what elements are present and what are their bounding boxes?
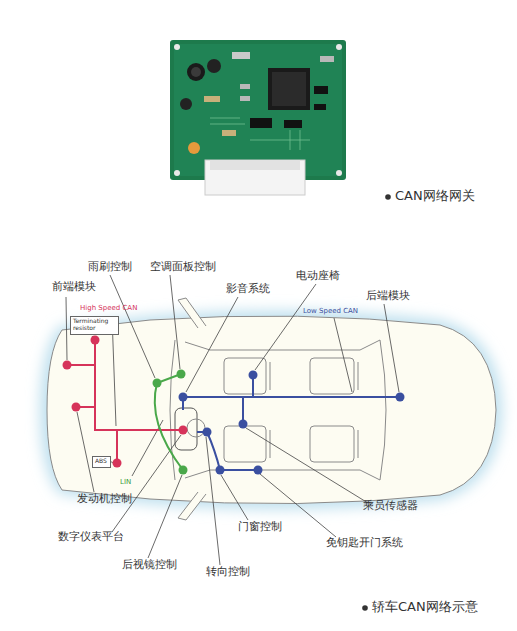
pcb-board xyxy=(170,40,346,195)
drawing-part xyxy=(210,118,310,150)
drawing-part xyxy=(239,420,248,429)
drawing-part xyxy=(206,437,220,565)
drawing-part xyxy=(320,56,334,62)
drawing-part xyxy=(254,466,263,475)
drawing-part xyxy=(191,67,201,77)
drawing-part xyxy=(170,40,346,180)
part-label: 雨刷控制 xyxy=(88,261,132,274)
drawing-part xyxy=(132,420,163,476)
bus-name: Low Speed CAN xyxy=(303,307,358,315)
drawing-part xyxy=(177,370,186,379)
drawing-part xyxy=(216,466,225,475)
drawing-part xyxy=(183,375,400,470)
drawing-part xyxy=(334,318,352,392)
drawing-part xyxy=(240,96,250,101)
drawing-part xyxy=(380,340,386,480)
drawing-part xyxy=(40,311,502,509)
drawing-part xyxy=(77,412,94,492)
drawing-part xyxy=(179,466,188,475)
drawing-part xyxy=(174,44,342,176)
drawing-part xyxy=(224,426,266,462)
box-text: Terminating resistor xyxy=(73,318,115,331)
bullet xyxy=(362,605,368,611)
drawing-part xyxy=(180,98,192,110)
drawing-part xyxy=(153,379,162,388)
drawing-part xyxy=(207,59,221,73)
drawing-part xyxy=(155,374,183,470)
drawing-part xyxy=(178,492,206,520)
part-label: 发动机控制 xyxy=(77,493,132,506)
part-label: 后视镜控制 xyxy=(122,559,177,572)
bus-name: High Speed CAN xyxy=(80,304,137,312)
drawing-part xyxy=(336,170,342,176)
drawing-part xyxy=(148,475,182,558)
module-box: ABS xyxy=(92,456,111,468)
part-label: 电动座椅 xyxy=(296,270,340,283)
part-label: 乘员传感器 xyxy=(363,500,418,513)
drawing-part xyxy=(255,284,316,370)
drawing-part xyxy=(268,68,310,110)
drawing-part xyxy=(204,96,220,102)
part-label: 门窗控制 xyxy=(238,521,282,534)
drawing-part xyxy=(203,428,212,437)
drawing-part xyxy=(232,52,250,59)
resistor-box: Terminating resistor xyxy=(70,316,119,335)
drawing-part xyxy=(47,316,496,504)
drawing-part xyxy=(63,361,72,370)
part-label: 转向控制 xyxy=(206,566,250,579)
drawing-part xyxy=(396,393,405,402)
drawing-part xyxy=(314,104,326,110)
drawing-part xyxy=(187,419,205,437)
drawing-part xyxy=(188,142,200,154)
box-text: ABS xyxy=(95,458,108,465)
bus-dots xyxy=(63,336,405,475)
part-label: 后端模块 xyxy=(366,290,410,303)
drawing-part xyxy=(112,435,181,532)
car-body xyxy=(40,298,502,520)
drawing-part xyxy=(179,393,188,402)
drawing-part xyxy=(72,403,81,412)
drawing-part xyxy=(178,298,206,328)
can-wires xyxy=(67,340,400,470)
drawing-part xyxy=(185,340,380,480)
drawing-part xyxy=(187,63,205,81)
drawing-part xyxy=(246,428,368,503)
drawing-part xyxy=(91,336,100,345)
bus-name: LIN xyxy=(120,478,131,486)
drawing-part xyxy=(221,475,248,520)
part-label: 免钥匙开门系统 xyxy=(326,537,403,550)
drawing-part xyxy=(384,304,399,392)
drawing-part xyxy=(272,72,306,106)
part-label: 影音系统 xyxy=(226,283,270,296)
drawing-part xyxy=(113,459,122,468)
drawing-part xyxy=(170,275,180,369)
drawing-part xyxy=(66,297,67,360)
drawing-part xyxy=(310,426,354,462)
drawing-part xyxy=(174,170,180,176)
drawing-part xyxy=(250,118,272,128)
drawing-part xyxy=(336,44,342,50)
drawing-part xyxy=(205,160,305,195)
drawing-part xyxy=(186,297,238,392)
part-label: 空调面板控制 xyxy=(150,261,216,274)
drawing-part xyxy=(284,120,302,128)
drawing-part xyxy=(249,371,258,380)
drawing-part xyxy=(174,44,180,50)
part-label: 前端模块 xyxy=(52,281,96,294)
bullet xyxy=(385,194,391,200)
leader-lines xyxy=(66,275,399,565)
drawing-part xyxy=(240,84,250,89)
drawing-part xyxy=(179,426,188,435)
drawing-part xyxy=(222,130,236,136)
drawing-part xyxy=(270,362,358,458)
drawing-part xyxy=(310,358,354,394)
caption-text: CAN网络网关 xyxy=(395,189,475,204)
part-label: 数字仪表平台 xyxy=(58,531,124,544)
drawing-part xyxy=(314,86,328,94)
drawing-part xyxy=(210,160,300,170)
caption-text: 轿车CAN网络示意 xyxy=(372,600,478,615)
